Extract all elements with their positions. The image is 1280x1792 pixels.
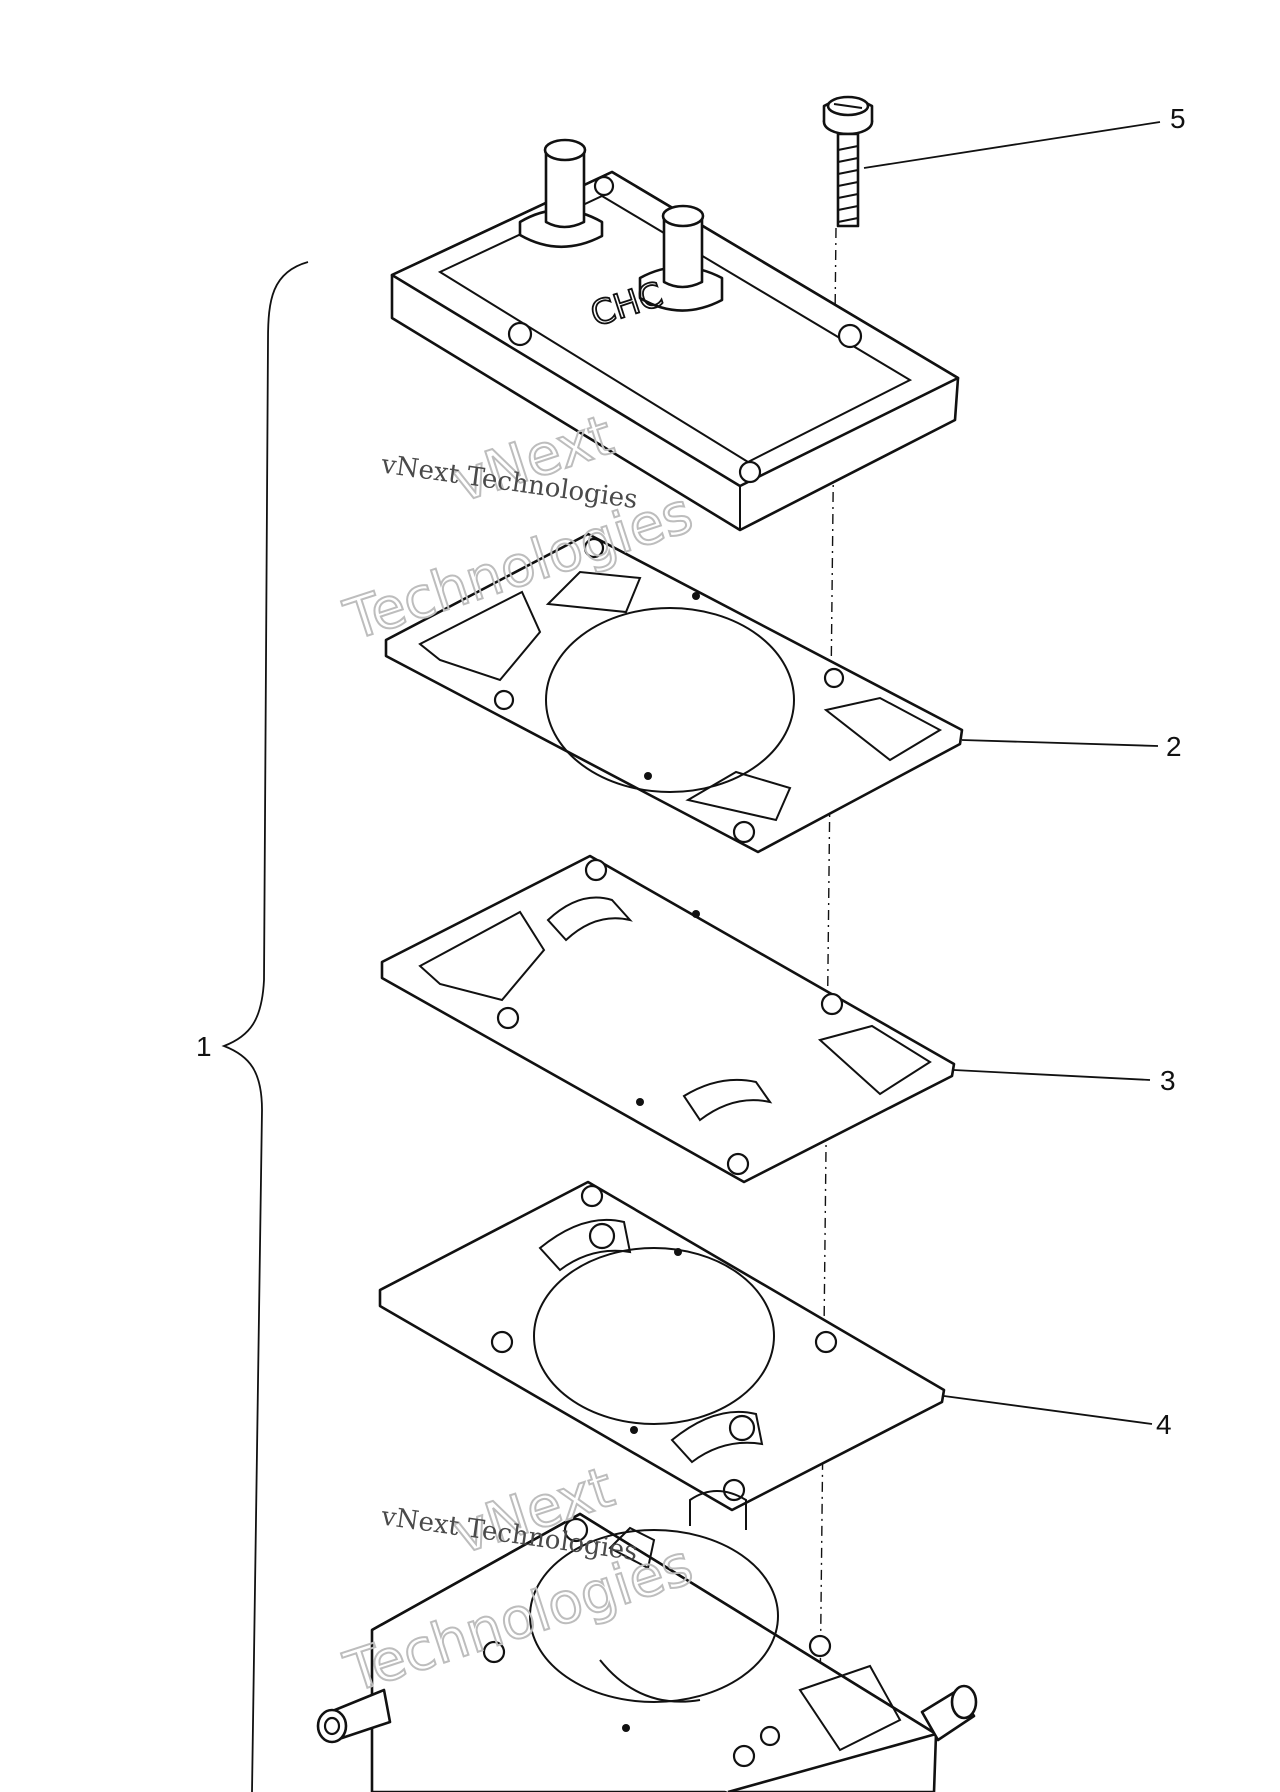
leader-2 [961, 739, 1159, 747]
top-cover: CHC [390, 138, 960, 532]
callout-5: 5 [1170, 103, 1186, 134]
gasket-part-4 [378, 1180, 946, 1512]
gasket-part-3 [380, 854, 956, 1184]
callout-3: 3 [1160, 1065, 1176, 1096]
leader-4 [943, 1395, 1153, 1425]
callout-4: 4 [1156, 1409, 1172, 1440]
assembly-bracket [221, 261, 309, 1792]
screw-part-5 [822, 95, 874, 228]
gasket-part-2 [384, 532, 964, 854]
callout-2: 2 [1166, 731, 1182, 762]
callout-1: 1 [196, 1031, 212, 1062]
leader-3 [953, 1069, 1151, 1081]
pump-body [316, 1490, 978, 1792]
leader-5 [863, 121, 1161, 169]
